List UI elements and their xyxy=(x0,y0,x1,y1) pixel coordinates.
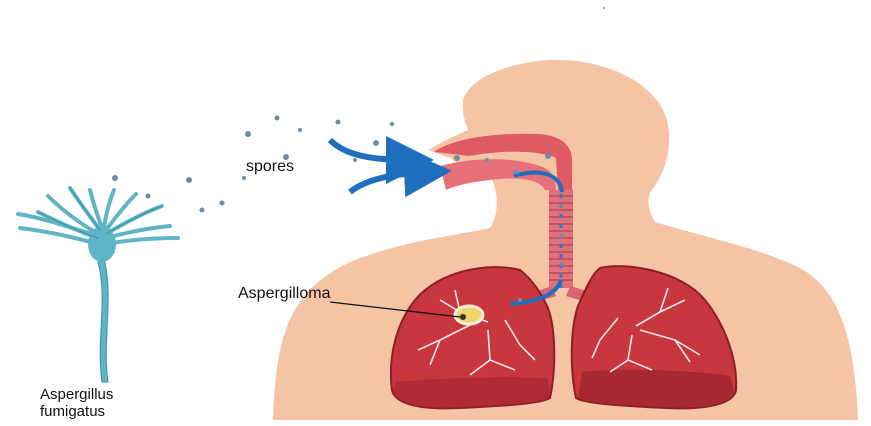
spores-label: spores xyxy=(246,158,295,175)
inhale-arrow-lower xyxy=(348,149,452,198)
aspergillus-fungus-icon xyxy=(16,186,180,383)
fungus-label-line2: fumigatus xyxy=(40,403,106,420)
aspergilloma-label: Aspergilloma xyxy=(238,285,331,302)
aspergilloma-pointer xyxy=(329,301,461,318)
spores xyxy=(112,7,605,302)
aspergilloma-dot xyxy=(460,314,466,320)
nasal-cavity xyxy=(434,133,572,190)
fungus-label-line1: Aspergillus xyxy=(40,386,114,403)
left-lung-lower-lobe xyxy=(393,377,550,409)
bronchial-tree xyxy=(417,287,701,376)
aspergilloma-mass xyxy=(453,304,485,326)
oral-cavity xyxy=(440,159,556,190)
fungus-label: Aspergillus fumigatus xyxy=(40,386,113,420)
inhale-arrow-upper xyxy=(327,135,434,184)
airflow-pharynx xyxy=(513,170,564,193)
right-lung-lower-lobe xyxy=(578,369,734,408)
airflow-bronchus xyxy=(509,279,563,306)
